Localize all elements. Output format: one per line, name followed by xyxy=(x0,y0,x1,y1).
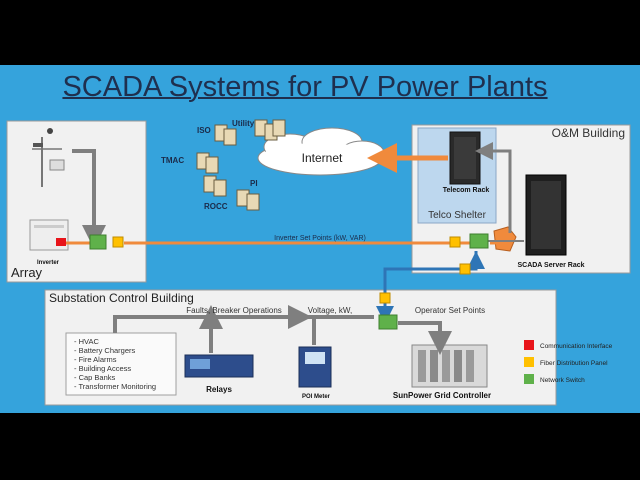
diagram-svg: Array O&M Building Telco Shelter Substat… xyxy=(6,119,631,406)
rocc-label: ROCC xyxy=(204,202,228,211)
diagram-canvas: SCADA Systems for PV Power Plants Array … xyxy=(0,65,640,413)
server-telecom-link xyxy=(475,142,512,233)
legend-swatch xyxy=(524,357,534,367)
telco-shelter-label: Telco Shelter xyxy=(428,210,486,221)
facility-list-item: - Building Access xyxy=(74,364,131,373)
array-panel: Array xyxy=(6,120,147,283)
internet-label: Internet xyxy=(302,151,343,165)
internet-cloud: Internet xyxy=(257,127,385,176)
om-fiber-panel xyxy=(449,236,461,248)
legend-label: Network Switch xyxy=(540,377,585,384)
om-fiber-panel-2 xyxy=(459,263,471,275)
relays-icon: Relays xyxy=(184,354,254,394)
inverter-label: Inverter xyxy=(37,260,60,266)
substation-fiber-panel xyxy=(379,292,391,304)
facility-list-item: - HVAC xyxy=(74,337,99,346)
substation-network-switch xyxy=(378,314,398,330)
legend-label: Fiber Distribution Panel xyxy=(540,360,608,367)
facility-faults-link xyxy=(113,305,312,333)
facility-list-box: - HVAC- Battery Chargers- Fire Alarms- B… xyxy=(65,332,177,396)
inverter-icon: Inverter xyxy=(29,219,69,266)
inverter-set-points-label: Inverter Set Points (kW, VAR) xyxy=(274,235,366,242)
communication-interface-marker xyxy=(56,238,66,246)
operator-set-points-link xyxy=(398,321,452,355)
pi-label: PI xyxy=(250,179,258,188)
facility-list-item: - Cap Banks xyxy=(74,373,116,382)
iso-server-icon: ISO xyxy=(197,124,237,146)
facility-list: - HVAC- Battery Chargers- Fire Alarms- B… xyxy=(74,337,156,391)
telecom-rack-label: Telecom Rack xyxy=(443,187,490,194)
scada-server-rack-icon: SCADA Server Rack xyxy=(517,174,585,269)
om-building-panel: O&M Building Telco Shelter xyxy=(411,124,631,274)
operator-set-points-label: Operator Set Points xyxy=(415,306,485,315)
weather-link xyxy=(72,149,106,249)
array-label: Array xyxy=(11,265,43,280)
tmac-server-icon: TMAC xyxy=(161,152,219,174)
voltage-label: Voltage, kW, xyxy=(308,306,352,315)
facility-list-item: - Battery Chargers xyxy=(74,346,136,355)
page-title: SCADA Systems for PV Power Plants xyxy=(62,71,548,103)
tmac-label: TMAC xyxy=(161,156,184,165)
scada-server-rack-label: SCADA Server Rack xyxy=(517,262,584,269)
array-fiber-panel xyxy=(112,236,124,248)
weather-station-icon xyxy=(32,128,65,187)
iso-label: ISO xyxy=(197,126,211,135)
pi-server-icon: PI xyxy=(236,179,260,211)
legend-swatch xyxy=(524,374,534,384)
rocc-server-icon: ROCC xyxy=(203,175,228,211)
grid-controller-label: SunPower Grid Controller xyxy=(393,391,491,400)
substation-label: Substation Control Building xyxy=(49,291,194,305)
array-network-switch xyxy=(89,234,107,250)
om-building-label: O&M Building xyxy=(552,126,625,140)
om-network-switch xyxy=(469,233,489,249)
poi-meter-icon: POI Meter xyxy=(298,346,332,400)
facility-list-item: - Fire Alarms xyxy=(74,355,117,364)
relays-label: Relays xyxy=(206,385,232,394)
legend-swatch xyxy=(524,340,534,350)
utility-server-icon: Utility xyxy=(232,119,286,141)
poi-meter-label: POI Meter xyxy=(302,394,331,400)
faults-label: Faults, Breaker Operations xyxy=(186,306,282,315)
utility-label: Utility xyxy=(232,119,255,128)
legend-label: Communication Interface xyxy=(540,343,613,350)
facility-list-item: - Transformer Monitoring xyxy=(74,382,156,391)
